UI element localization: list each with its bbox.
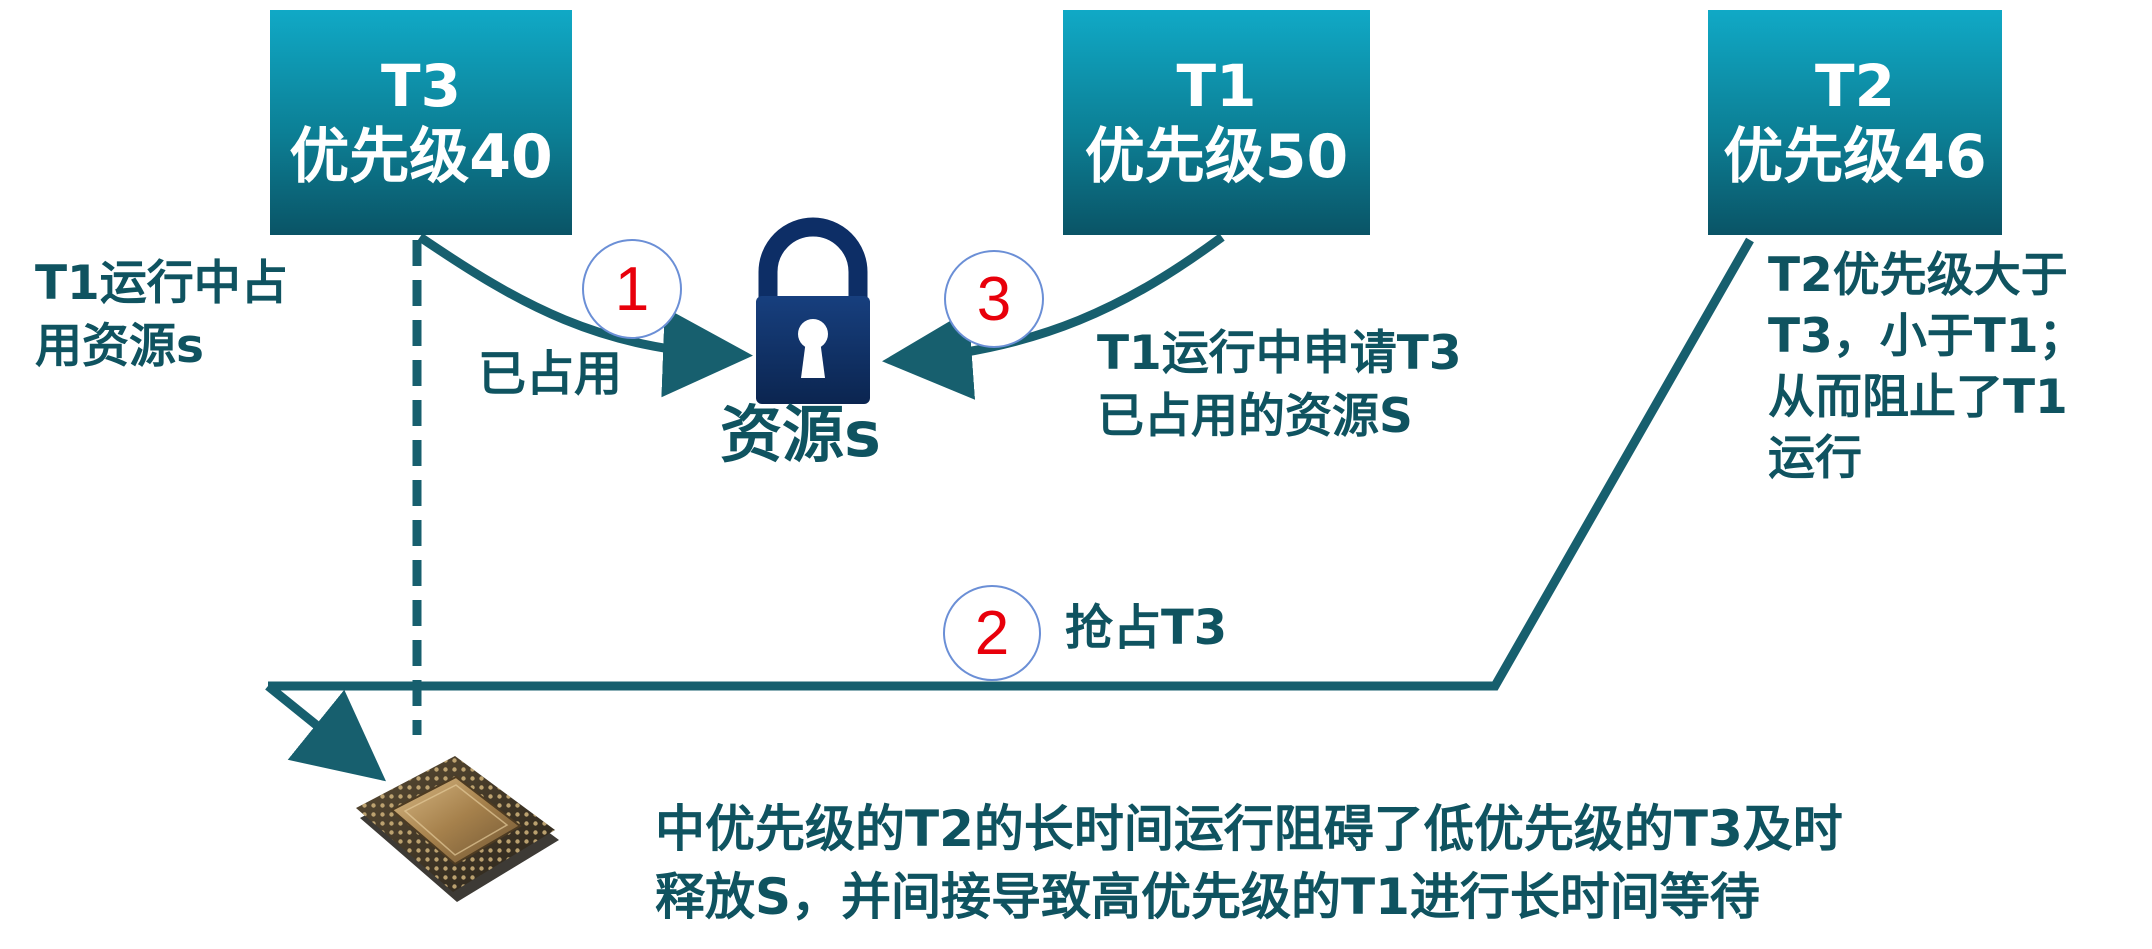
task-box-t1: T1 优先级50 [1063,10,1370,235]
task-name: T2 [1815,51,1895,120]
task-box-t3: T3 优先级40 [270,10,572,235]
resource-label: 资源s [720,398,881,471]
step-3-marker: 3 [944,250,1044,348]
task-box-t2: T2 优先级46 [1708,10,2002,235]
task-priority: 优先级40 [289,122,553,193]
arrow-t3-to-resource [417,233,753,398]
arrow-to-cpu [265,682,387,782]
arrow-t1-to-resource [882,233,1225,400]
t1-request-note: T1运行中申请T3 已占用的资源S [1097,326,1462,445]
conclusion-text: 中优先级的T2的长时间运行阻碍了低优先级的T3及时 释放S，并间接导致高优先级的… [655,800,1843,926]
step-2-marker: 2 [943,585,1041,681]
task-name: T1 [1176,51,1257,120]
t3-holds-resource-note: T1运行中占 用资源s [35,256,288,375]
t2-preempt-path [268,237,1754,691]
preempt-label: 抢占T3 [1065,600,1228,656]
t2-priority-note: T2优先级大于 T3，小于T1； 从而阻止了T1 运行 [1768,248,2086,487]
cpu-chip-icon [356,756,559,902]
task-priority: 优先级50 [1084,122,1349,193]
padlock-icon [756,217,870,404]
task-priority: 优先级46 [1723,122,1987,193]
task-name: T3 [381,51,461,120]
occupied-label: 已占用 [478,346,623,402]
step-1-marker: 1 [582,239,682,339]
